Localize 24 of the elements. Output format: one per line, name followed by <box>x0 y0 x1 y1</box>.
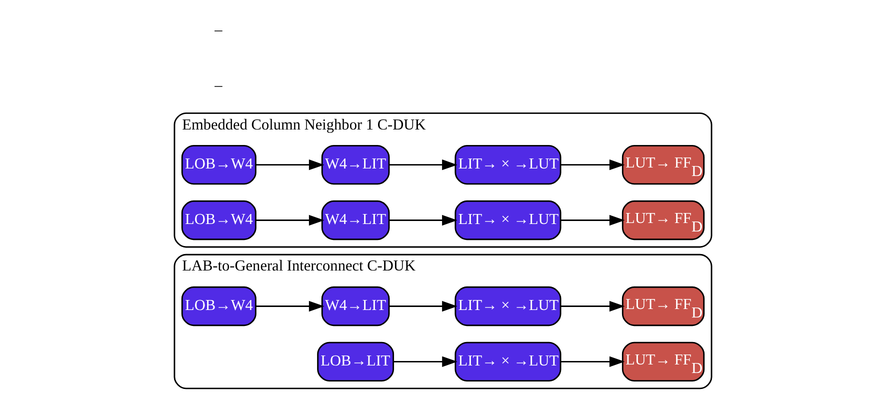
node-box: LIT→ × →LUT <box>454 144 562 185</box>
arrow <box>389 159 458 170</box>
node-box: LOB→LIT <box>317 342 394 382</box>
arrow <box>560 356 625 368</box>
arrow <box>256 159 324 170</box>
node-box: LIT→ × →LUT <box>454 200 562 240</box>
arrow <box>560 214 625 226</box>
node-box: LOB→W4 <box>181 200 256 240</box>
label: – <box>214 22 222 39</box>
node-box: W4→LIT <box>321 200 390 240</box>
arrow <box>389 214 458 226</box>
node-box: W4→LIT <box>321 286 390 326</box>
arrow <box>256 300 324 312</box>
node-box: LOB→W4 <box>181 144 256 185</box>
arrow <box>393 356 458 368</box>
node-box: LIT→ × →LUT <box>454 342 562 382</box>
node-box: LOB→W4 <box>181 286 256 326</box>
label: – <box>214 77 222 94</box>
arrow <box>389 300 458 312</box>
node-box: W4→LIT <box>321 144 390 185</box>
arrow <box>256 214 324 226</box>
arrow <box>560 300 625 312</box>
node-box: LIT→ × →LUT <box>454 286 562 326</box>
arrow <box>560 159 625 170</box>
